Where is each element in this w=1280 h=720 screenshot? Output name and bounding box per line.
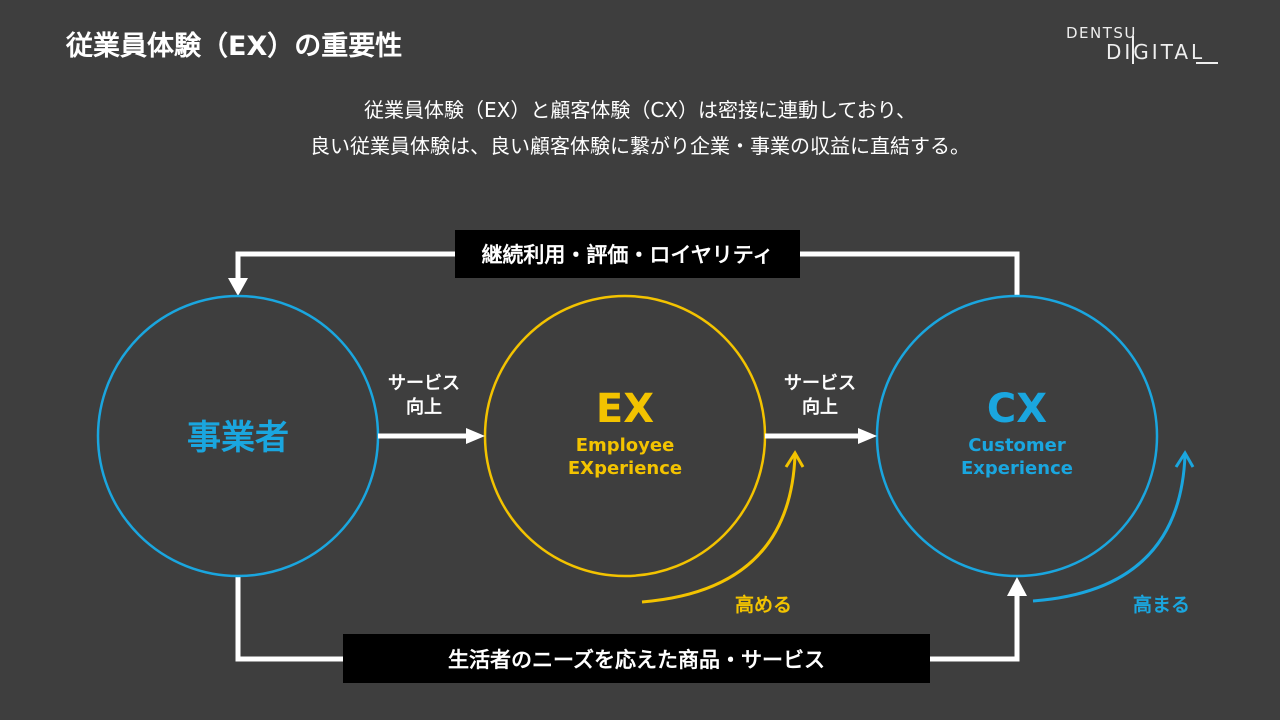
ex-label: EX	[595, 386, 655, 432]
raise-cx-label: 高まる	[1133, 594, 1191, 616]
cx-label: CX	[986, 386, 1048, 432]
loop-bottom-arrowhead	[1007, 577, 1027, 596]
dentsu-digital-logo: DENTSU DIGITAL	[1066, 24, 1218, 64]
raise-ex-label: 高める	[735, 594, 793, 616]
loop-top-arrowhead	[228, 278, 248, 296]
loop-top-label: 継続利用・評価・ロイヤリティ	[455, 230, 800, 278]
service-improve-label-1: サービス向上	[388, 373, 460, 418]
subtitle-line-1: 従業員体験（EX）と顧客体験（CX）は密接に連動しており、	[363, 98, 916, 122]
business-label: 事業者	[187, 418, 289, 458]
slide-title: 従業員体験（EX）の重要性	[66, 31, 403, 62]
raise-cx-curve	[1032, 454, 1187, 603]
raise-ex-curve	[641, 454, 797, 604]
subtitle-line-2: 良い従業員体験は、良い顧客体験に繋がり企業・事業の収益に直結する。	[310, 134, 970, 158]
service-improve-label-2: サービス向上	[784, 373, 856, 418]
loop-bottom-label: 生活者のニーズを応えた商品・サービス	[343, 634, 930, 683]
